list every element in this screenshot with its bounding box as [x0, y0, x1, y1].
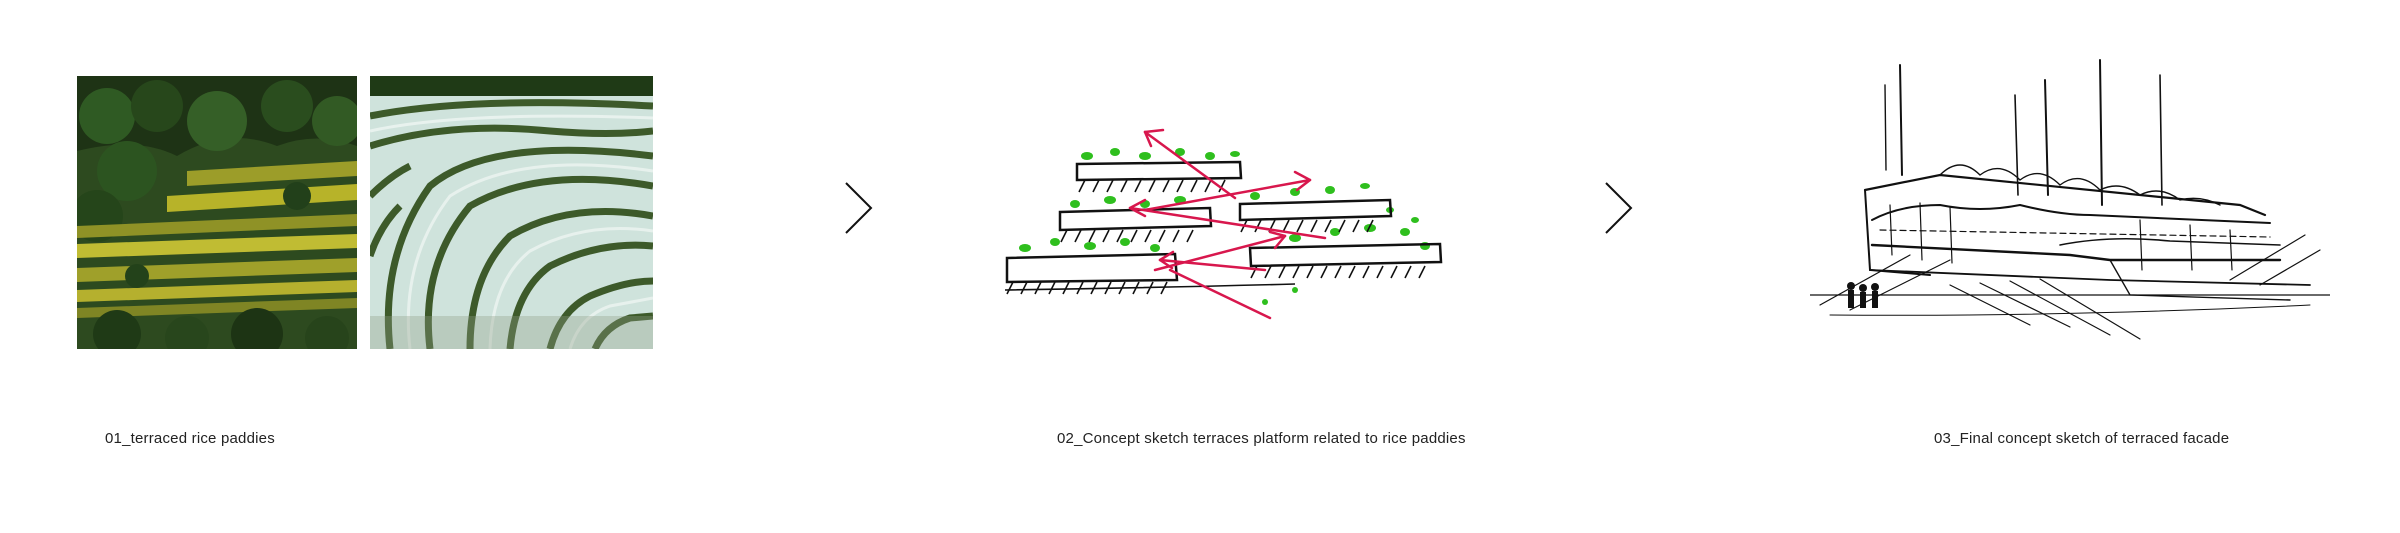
caption-03: 03_Final concept sketch of terraced faca… [1934, 430, 2230, 447]
caption-01: 01_terraced rice paddies [105, 430, 275, 447]
chevron-right-icon [1603, 180, 1635, 241]
caption-02: 02_Concept sketch terraces platform rela… [1057, 430, 1466, 447]
terraced-hillside-photo [77, 76, 357, 349]
final-facade-sketch [1810, 55, 2330, 345]
rice-paddies-aerial-photo [370, 76, 653, 349]
concept-sketch-terraces [995, 120, 1455, 330]
chevron-right-icon [843, 180, 875, 241]
